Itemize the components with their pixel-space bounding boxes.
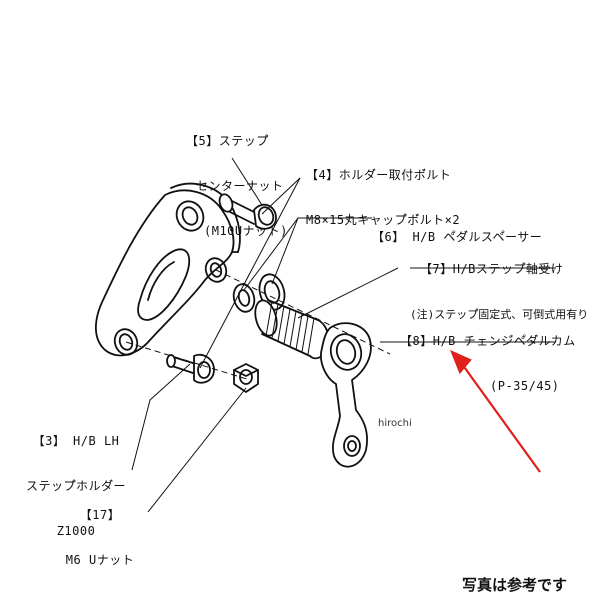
label-p6: 【6】 H/B ペ゚ダ゙ルスペ゚ーサー	[372, 200, 542, 275]
label-p4: 【4】ホルダ゙ー取付ボ゙ルト M8×15丸キャップ゚ボ゙ルト×2	[306, 138, 460, 258]
label-p17-line1: 【17】	[79, 508, 121, 522]
label-p3-line2: ステップ゚ホルダ゙ー	[25, 479, 126, 493]
label-p5-line2: センターナット	[196, 179, 284, 193]
label-p3-line3: Z1000	[56, 524, 96, 538]
label-p3-line1: 【3】 H/B LH	[32, 434, 120, 448]
leader-p7	[297, 267, 399, 319]
label-p6-line1: 【6】 H/B ペ゚ダ゙ルスペ゚ーサー	[372, 230, 543, 244]
red-arrow	[449, 349, 541, 473]
watermark-text: hirochi	[378, 418, 412, 429]
step-holder-plate	[94, 182, 241, 357]
center-nut-washer	[232, 283, 256, 313]
label-p4-line2: M8×15丸キャップ゚ボ゙ルト×2	[306, 213, 461, 227]
leader-p4-upper	[261, 177, 301, 215]
label-p5-line3: (M10Uナット)	[204, 224, 288, 238]
reference-photo-note: 写真は参考です	[462, 576, 568, 594]
change-pedal-cam	[320, 322, 372, 468]
step-shaft-bearing	[254, 299, 330, 360]
label-p8-line2: (P-35/45)	[490, 379, 560, 393]
label-p5: 【5】ステップ゚ センターナット (M10Uナット)	[186, 104, 288, 269]
leader-p3	[131, 363, 191, 471]
label-p7: 【7】H/Bステップ゚軸受け (注)ステップ゚固定式、可倒式用有り	[410, 232, 588, 352]
leader-p5	[231, 157, 263, 206]
label-p7-line1: 【7】H/Bステップ゚軸受け	[420, 262, 564, 276]
label-p5-line1: 【5】ステップ゚	[186, 134, 269, 148]
label-p17: 【17】 M6 Uナット	[52, 478, 148, 598]
upper-cap-bolt	[218, 193, 277, 230]
label-p7-line2: (注)ステップ゚固定式、可倒式用有り	[410, 308, 589, 321]
leader-p4-lower	[199, 177, 301, 369]
label-p4-line1: 【4】ホルダ゙ー取付ボ゙ルト	[306, 168, 452, 182]
label-p17-line2: M6 Uナット	[65, 553, 135, 567]
leader-p17	[147, 387, 247, 513]
label-p8: 【8】H/B チェンジ゙ペ゚ダ゙ルカム (P-35/45)	[400, 304, 576, 424]
label-p8-line1: 【8】H/B チェンジ゙ペ゚ダ゙ルカム	[400, 334, 576, 348]
m6-u-nut	[233, 363, 259, 393]
label-p3: 【3】 H/B LH ステップ゚ホルダ゙ー Z1000	[10, 404, 142, 569]
leader-p6-washer	[243, 217, 299, 291]
